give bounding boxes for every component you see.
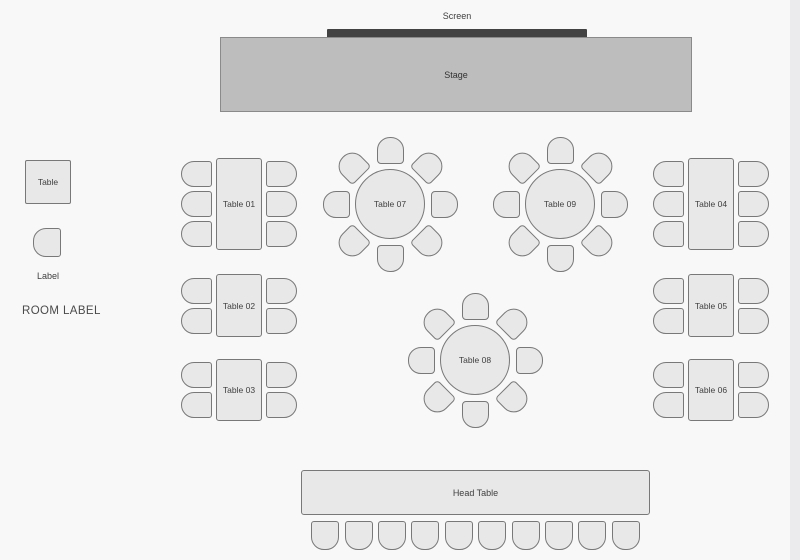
legend-table-item[interactable]: Table (25, 160, 71, 204)
chair-icon[interactable] (578, 521, 607, 550)
chair-icon[interactable] (461, 400, 489, 428)
chair-icon[interactable] (407, 346, 435, 374)
rect-table[interactable]: Table 03 (216, 359, 262, 421)
table-label: Table 01 (222, 199, 256, 209)
chair-icon[interactable] (611, 521, 640, 550)
round-table[interactable]: Table 08 (440, 325, 510, 395)
chair-icon[interactable] (181, 277, 212, 304)
chair-icon[interactable] (653, 161, 684, 187)
chair-icon[interactable] (461, 292, 489, 320)
table-label: Table 05 (694, 300, 728, 311)
chair-icon[interactable] (411, 521, 440, 550)
chair-icon[interactable] (266, 191, 297, 217)
chair-icon[interactable] (738, 392, 769, 418)
rect-table[interactable]: Table 04 (688, 158, 734, 250)
rect-table[interactable]: Table 06 (688, 359, 734, 421)
chair-icon[interactable] (181, 392, 212, 418)
chair-icon[interactable] (181, 191, 212, 217)
chair-icon[interactable] (738, 277, 769, 304)
table-label: Table 08 (458, 355, 492, 365)
chair-icon[interactable] (311, 521, 340, 550)
table-label: Table 02 (222, 300, 256, 311)
chair-icon[interactable] (266, 277, 297, 304)
chair-icon[interactable] (653, 221, 684, 247)
legend-table-label: Table (37, 177, 59, 187)
head-table[interactable]: Head Table (301, 470, 650, 515)
chair-icon[interactable] (653, 307, 684, 334)
stage[interactable]: Stage (220, 37, 692, 112)
chair-icon[interactable] (376, 136, 404, 164)
chair-icon[interactable] (738, 362, 769, 388)
table-label: Table 04 (694, 199, 728, 209)
rect-table[interactable]: Table 01 (216, 158, 262, 250)
rect-table[interactable]: Table 02 (216, 274, 262, 337)
chair-icon[interactable] (266, 221, 297, 247)
chair-icon[interactable] (444, 521, 473, 550)
chair-icon[interactable] (378, 521, 406, 550)
chair-icon[interactable] (266, 161, 297, 187)
room-label: ROOM LABEL (22, 305, 101, 317)
table-label: Table 09 (543, 199, 577, 209)
table-label: Table 03 (222, 385, 256, 395)
chair-icon[interactable] (738, 221, 769, 247)
chair-icon[interactable] (738, 191, 769, 217)
chair-icon[interactable] (545, 521, 573, 550)
table-label: Table 07 (373, 199, 407, 209)
chair-icon[interactable] (600, 190, 628, 218)
chair-icon[interactable] (511, 521, 540, 550)
table-label: Table 06 (694, 385, 728, 395)
chair-icon[interactable] (266, 392, 297, 418)
round-table[interactable]: Table 07 (355, 169, 425, 239)
chair-icon[interactable] (579, 223, 618, 262)
chair-icon[interactable] (653, 277, 684, 304)
chair-icon[interactable] (492, 190, 520, 218)
chair-icon[interactable] (181, 161, 212, 187)
chair-icon[interactable] (515, 346, 543, 374)
chair-icon[interactable] (546, 136, 574, 164)
legend-chair-label: Label (36, 271, 60, 281)
chair-icon[interactable] (653, 362, 684, 388)
chair-icon[interactable] (344, 521, 373, 550)
chair-icon[interactable] (322, 190, 350, 218)
chair-icon[interactable] (266, 307, 297, 334)
chair-icon[interactable] (478, 521, 507, 550)
chair-icon[interactable] (266, 362, 297, 388)
chair-icon[interactable] (653, 191, 684, 217)
table-label: Head Table (452, 487, 499, 498)
chair-icon[interactable] (409, 223, 448, 262)
screen-label: Screen (442, 11, 472, 21)
chair-icon[interactable] (738, 307, 769, 334)
chair-icon[interactable] (376, 244, 404, 272)
rect-table[interactable]: Table 05 (688, 274, 734, 337)
stage-label: Stage (444, 69, 468, 80)
chair-icon[interactable] (181, 307, 212, 334)
chair-icon[interactable] (738, 161, 769, 187)
chair-icon[interactable] (181, 221, 212, 247)
chair-icon[interactable] (546, 244, 574, 272)
round-table[interactable]: Table 09 (525, 169, 595, 239)
canvas-right-gutter (790, 0, 800, 560)
chair-icon[interactable] (653, 392, 684, 418)
chair-icon[interactable] (494, 379, 533, 418)
chair-icon[interactable] (181, 362, 212, 388)
chair-icon[interactable] (430, 190, 458, 218)
screen-bar[interactable] (327, 29, 587, 38)
legend-chair-icon[interactable] (33, 228, 61, 257)
